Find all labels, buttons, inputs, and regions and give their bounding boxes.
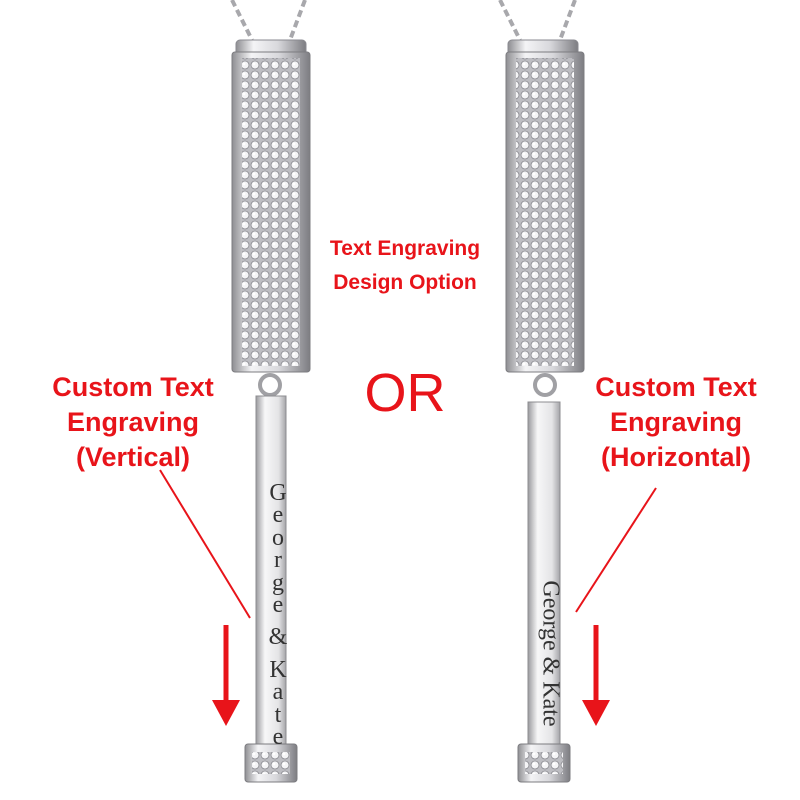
or-separator: OR [364, 363, 446, 423]
engraving-char: g [272, 569, 284, 596]
left-cap-stones [252, 752, 290, 774]
engraving-char: e [272, 592, 284, 619]
chain-right-a [498, 0, 522, 41]
left-bar-pendant [255, 395, 287, 747]
engraving-char: e [272, 502, 284, 529]
left-jump-ring [258, 373, 282, 397]
right-necklace [498, 0, 585, 783]
left-label-line-3: (Vertical) [75, 442, 191, 472]
engraving-char: G [269, 480, 287, 506]
left-necklace [230, 0, 311, 783]
chain-left-a [230, 0, 254, 41]
caption-line-2: Design Option [333, 271, 477, 294]
horizontal-engraving-label: Custom Text Engraving (Horizontal) [556, 370, 796, 475]
vertical-engraving-label: Custom Text Engraving (Vertical) [13, 370, 253, 475]
left-label-line-1: Custom Text [52, 372, 214, 402]
engraving-char: & [268, 624, 288, 651]
chain-left-b [288, 0, 307, 41]
engraving-char: r [274, 547, 282, 574]
engraving-char: t [274, 701, 282, 728]
engraving-char: o [272, 524, 284, 551]
left-down-arrow [212, 625, 240, 726]
right-jump-ring [533, 373, 557, 397]
right-down-arrow [582, 625, 610, 726]
engraving-char: e [272, 724, 284, 751]
design-option-caption: Text Engraving Design Option [300, 232, 510, 300]
chain-right-b [558, 0, 577, 41]
right-label-line-2: Engraving [609, 407, 743, 437]
horizontal-engraving-text: George & Kate [537, 580, 564, 727]
left-label-line-2: Engraving [66, 407, 200, 437]
right-label-line-1: Custom Text [595, 372, 757, 402]
right-pointer-line [575, 487, 657, 613]
engraving-char: K [269, 656, 287, 683]
left-pave-stones [242, 58, 300, 366]
right-label-line-3: (Horizontal) [601, 442, 751, 472]
caption-line-1: Text Engraving [329, 237, 481, 260]
right-pave-stones [516, 58, 574, 366]
right-cap-stones [525, 752, 563, 774]
right-bar-pendant [527, 401, 561, 747]
left-pointer-line [159, 469, 251, 619]
engraving-char: a [272, 679, 284, 706]
